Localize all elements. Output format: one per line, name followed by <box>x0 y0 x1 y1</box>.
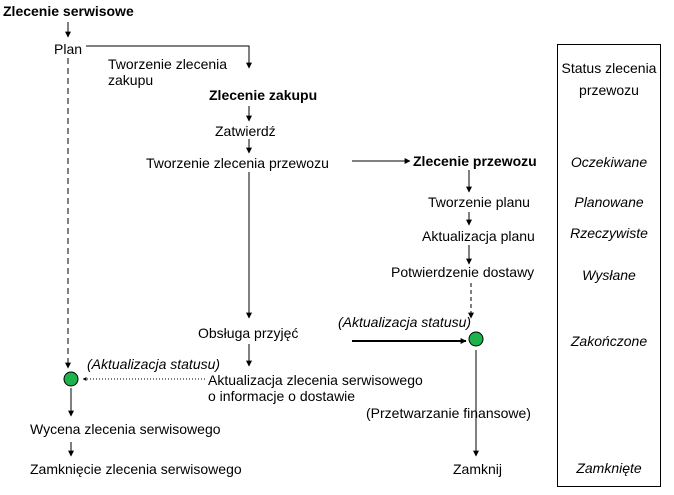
transport-order-title: Zlecenie przewozu <box>413 153 537 169</box>
delivery-confirmation-step: Potwierdzenie dostawy <box>391 264 535 280</box>
status-update-node-right <box>468 331 484 347</box>
update-plan-step: Aktualizacja planu <box>422 228 535 244</box>
status-update-node-left <box>63 371 79 387</box>
financial-processing-step: (Przetwarzanie finansowe) <box>366 405 531 421</box>
status-header-line1: Status zlecenia <box>561 60 657 76</box>
approve-step: Zatwierdź <box>215 123 276 139</box>
status-shipped: Wysłane <box>582 267 636 283</box>
status-header-line2: przewozu <box>579 82 639 98</box>
arrow-plan-to-create-purchase <box>86 45 252 69</box>
status-planned: Planowane <box>574 194 644 210</box>
status-closed: Zamknięte <box>576 460 642 476</box>
service-order-title: Zlecenie serwisowe <box>3 3 134 19</box>
update-service-order-line2: o informacje o dostawie <box>208 388 356 404</box>
create-transport-order-step: Tworzenie zlecenia przewozu <box>146 155 329 171</box>
update-service-order-line1: Aktualizacja zlecenia serwisowego <box>208 372 423 388</box>
status-completed: Zakończone <box>570 333 648 349</box>
status-actual: Rzeczywiste <box>570 225 648 241</box>
create-purchase-order-step: Tworzenie zlecenia zakupu <box>108 56 227 88</box>
receipt-handling-step: Obsługa przyjęć <box>198 325 299 341</box>
create-purchase-order-line1: Tworzenie zlecenia <box>108 56 228 72</box>
status-expected: Oczekiwane <box>570 154 648 170</box>
service-order-close-step: Zamknięcie zlecenia serwisowego <box>30 461 242 477</box>
status-update-label-left: (Aktualizacja statusu) <box>87 356 221 372</box>
transport-order-status-column <box>557 44 661 487</box>
close-step: Zamknij <box>453 461 503 477</box>
plan-step: Plan <box>54 41 83 57</box>
purchase-order-title: Zlecenie zakupu <box>209 87 318 103</box>
service-order-valuation-step: Wycena zlecenia serwisowego <box>30 421 221 437</box>
status-update-label-right: (Aktualizacja statusu) <box>338 314 472 330</box>
create-plan-step: Tworzenie planu <box>428 194 530 210</box>
create-purchase-order-line2: zakupu <box>108 72 154 88</box>
status-column-header: Status zlecenia przewozu <box>557 57 661 101</box>
update-service-order-step: Aktualizacja zlecenia serwisowego o info… <box>208 372 423 404</box>
